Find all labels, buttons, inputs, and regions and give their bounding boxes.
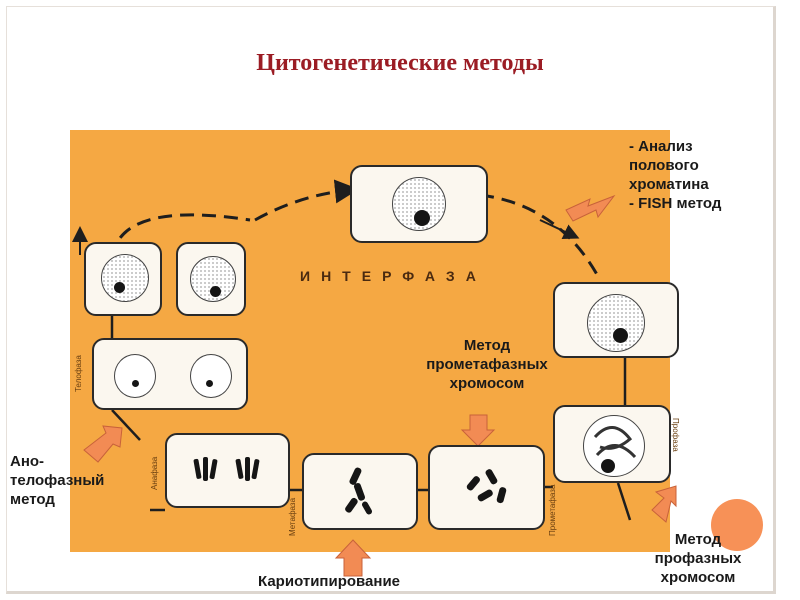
interphase-arc-right: [479, 193, 602, 281]
phase-label-prophase: Профаза: [671, 418, 680, 452]
phase-label-telophase: Телофаза: [74, 355, 83, 392]
annotation-anatelophase: Ано- телофазный метод: [10, 453, 105, 508]
interphase-arc-left-top: [254, 179, 359, 222]
arrow-right-top: [539, 219, 580, 239]
annotation-prometaphase: Метод прометафазных хромосом: [426, 337, 548, 392]
interphase-label: ИНТЕРФАЗА: [300, 268, 487, 284]
slide-title: Цитогенетические методы: [256, 50, 544, 76]
cell-interphase-left-1: [84, 242, 162, 316]
arrow-anatelophase: [83, 425, 123, 463]
cell-prophase: [553, 405, 671, 483]
cell-metaphase: [302, 453, 418, 530]
slide-frame: [6, 6, 776, 594]
phase-label-anaphase: Анафаза: [150, 456, 159, 490]
cell-telophase: [92, 338, 248, 410]
arrow-prophase: [651, 485, 677, 523]
annotation-prophase: Метод профазных хромосом: [654, 531, 742, 586]
phase-label-metaphase: Метафаза: [288, 497, 297, 536]
accent-dot: [711, 499, 763, 551]
cell-interphase-top: [350, 165, 488, 243]
annotation-karyotyping: Кариотипирование: [258, 573, 401, 590]
arrow-prometaphase: [460, 414, 496, 447]
cell-interphase-left-2: [176, 242, 246, 316]
phase-label-prometaphase: Прометафаза: [548, 484, 557, 536]
cell-anaphase: [165, 433, 290, 508]
cell-interphase-right: [553, 282, 679, 358]
arrow-fish: [565, 194, 616, 222]
arrow-karyotyping: [334, 539, 372, 577]
cell-prometaphase: [428, 445, 545, 530]
annotation-fish: - Анализ полового хроматина - FISH метод: [629, 138, 722, 212]
